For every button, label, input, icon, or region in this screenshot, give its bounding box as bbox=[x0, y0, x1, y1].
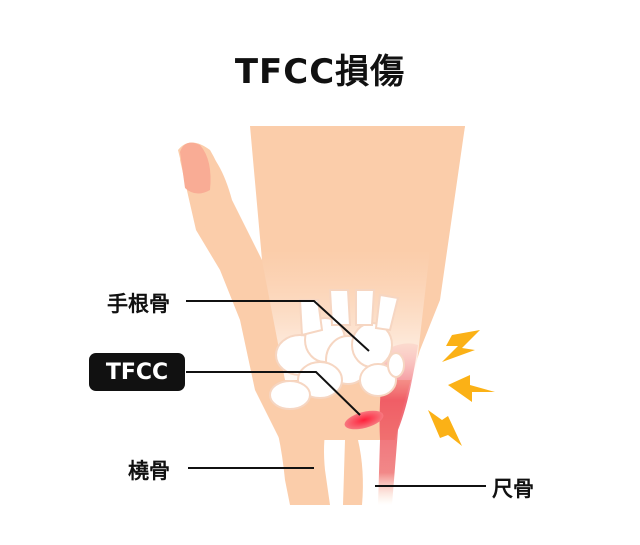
thumbnail bbox=[180, 142, 211, 194]
label-ulna: 尺骨 bbox=[492, 477, 534, 501]
lightning-bolt-icon bbox=[442, 330, 480, 362]
tfcc-injury bbox=[344, 410, 384, 430]
forearm-mid bbox=[343, 435, 363, 505]
carpal-bones bbox=[269, 289, 405, 410]
label-tfcc-badge: TFCC bbox=[89, 353, 185, 391]
forearm-radius bbox=[268, 395, 340, 505]
label-carpal-bones: 手根骨 bbox=[107, 292, 170, 316]
pain-lightning-bolts bbox=[428, 330, 495, 446]
leader-lines bbox=[186, 300, 486, 487]
lightning-bolt-icon bbox=[448, 375, 495, 402]
diagram-title: TFCC損傷 bbox=[234, 52, 406, 92]
label-radius: 橈骨 bbox=[128, 459, 170, 483]
lightning-bolt-icon bbox=[428, 410, 462, 446]
